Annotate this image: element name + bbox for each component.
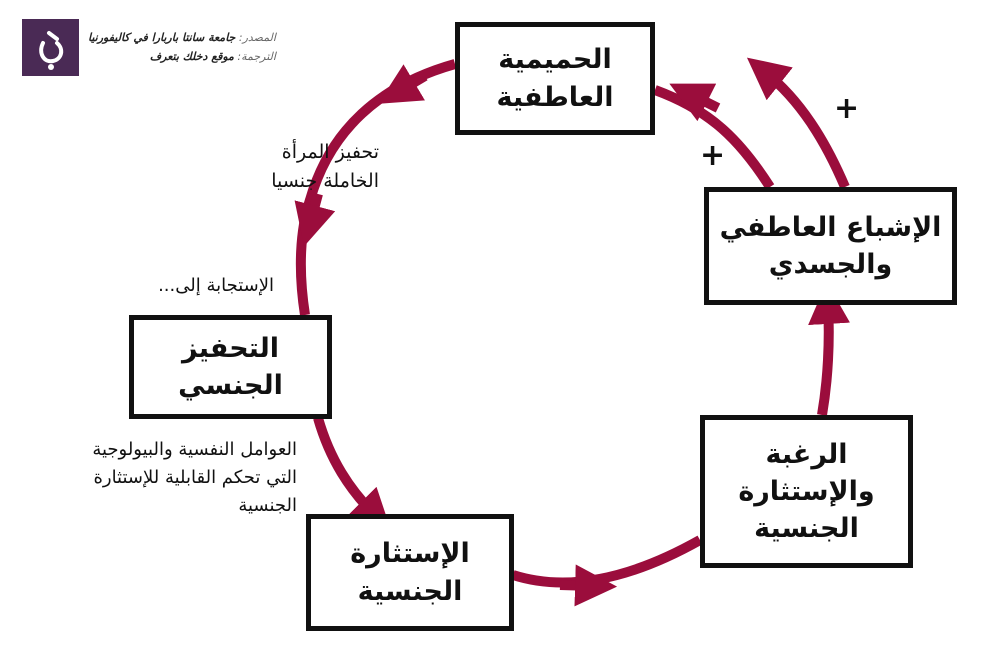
cycle-arc-right bbox=[808, 281, 851, 416]
brand-logo bbox=[22, 19, 79, 76]
source-label: المصدر: bbox=[238, 31, 276, 44]
brand-logo-icon bbox=[39, 31, 64, 70]
node-line: الجنسية bbox=[754, 513, 859, 545]
cycle-arc-upper-right-outer bbox=[746, 57, 850, 189]
cycle-arc-bottom bbox=[511, 535, 703, 588]
note-motivation: تحفيز المرأة الخاملة جنسيا bbox=[271, 138, 379, 197]
node-emotional-intimacy: الحميمية العاطفية bbox=[455, 22, 655, 135]
source-value: جامعة سانتا باربارا في كاليفورنيا bbox=[88, 31, 236, 44]
node-line: الإشباع العاطفي bbox=[719, 211, 942, 243]
note-line: الجنسية bbox=[238, 494, 297, 516]
translation-label: الترجمة: bbox=[237, 50, 276, 64]
note-response: الإستجابة إلى... bbox=[158, 275, 274, 296]
note-line: تحفيز المرأة bbox=[281, 141, 379, 163]
credits: المصدر: جامعة سانتا باربارا في كاليفورني… bbox=[88, 28, 276, 67]
node-line: الجنسي bbox=[178, 370, 283, 401]
node-sexual-arousal: الإستثارة الجنسية bbox=[306, 514, 514, 631]
note-factors: العوامل النفسية والبيولوجية التي تحكم ال… bbox=[92, 436, 297, 520]
plus-sign-outer: + bbox=[834, 91, 860, 126]
source-line: المصدر: جامعة سانتا باربارا في كاليفورني… bbox=[88, 28, 276, 47]
cycle-arc-lower-left bbox=[313, 416, 392, 532]
note-line: الخاملة جنسيا bbox=[271, 170, 379, 193]
cycle-arrowhead-upper-left bbox=[378, 64, 428, 104]
note-line: التي تحكم القابلية للإستثارة bbox=[93, 466, 297, 488]
node-line: التحفيز bbox=[181, 332, 280, 364]
note-line: العوامل النفسية والبيولوجية bbox=[92, 439, 297, 460]
node-desire-arousal: الرغبة والإستثارة الجنسية bbox=[700, 415, 913, 568]
node-line: العاطفية bbox=[496, 81, 614, 113]
node-line: الجنسية bbox=[357, 575, 463, 607]
node-line: والجسدي bbox=[768, 249, 893, 280]
node-line: الحميمية bbox=[498, 44, 612, 76]
node-line: الرغبة bbox=[765, 438, 848, 470]
cycle-arrowhead-upper-right-inner bbox=[669, 83, 721, 122]
node-emotional-physical-satisfaction: الإشباع العاطفي والجسدي bbox=[704, 187, 957, 305]
node-sexual-stimulation: التحفيز الجنسي bbox=[129, 315, 332, 419]
translation-line: الترجمة: موقع دخلك بتعرف bbox=[88, 47, 276, 66]
cycle-arrowhead-bottom bbox=[559, 564, 618, 607]
node-line: والإستثارة bbox=[738, 475, 875, 507]
node-line: الإستثارة bbox=[350, 538, 470, 570]
translation-value: موقع دخلك بتعرف bbox=[149, 50, 234, 64]
cycle-arrowhead-left-middle bbox=[294, 192, 336, 247]
plus-sign-inner: + bbox=[700, 138, 726, 173]
